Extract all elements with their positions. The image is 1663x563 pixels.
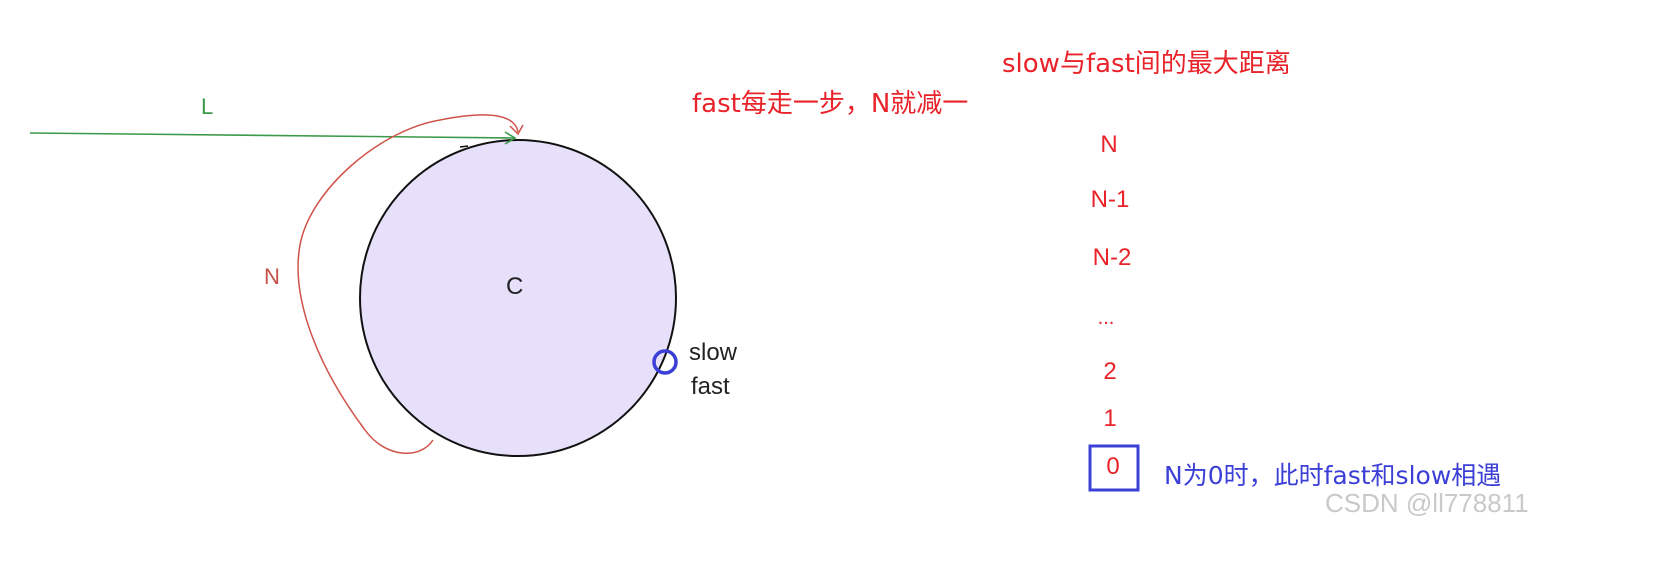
sequence-item: 1 <box>1103 405 1116 432</box>
label-c: C <box>506 273 523 300</box>
meeting-point-marker <box>652 349 678 375</box>
cycle-circle <box>359 139 677 457</box>
panel-title: slow与fast间的最大距离 <box>1002 49 1291 79</box>
watermark: CSDN @ll778811 <box>1325 488 1529 518</box>
final-caption: N为0时，此时fast和slow相遇 <box>1164 461 1501 490</box>
label-n: N <box>264 264 280 289</box>
sequence-item: N-2 <box>1093 244 1132 271</box>
sequence-item: ... <box>1098 307 1115 329</box>
n-arc-arrowhead <box>509 124 524 136</box>
tick-mark <box>566 147 575 151</box>
sequence-item: N-1 <box>1091 186 1130 213</box>
label-fast: fast <box>691 373 730 400</box>
tick-mark <box>459 145 469 148</box>
label-slow: slow <box>689 339 738 366</box>
sequence-item: N <box>1100 131 1117 158</box>
entry-line-arrowhead <box>504 131 517 145</box>
entry-line <box>29 132 516 139</box>
sequence-item: 2 <box>1103 358 1116 385</box>
label-l: L <box>201 94 213 119</box>
panel-note: fast每走一步，N就减一 <box>692 89 968 119</box>
n-arc <box>297 114 519 454</box>
zero-box <box>1088 444 1140 492</box>
sequence-item-zero: 0 <box>1106 453 1119 480</box>
